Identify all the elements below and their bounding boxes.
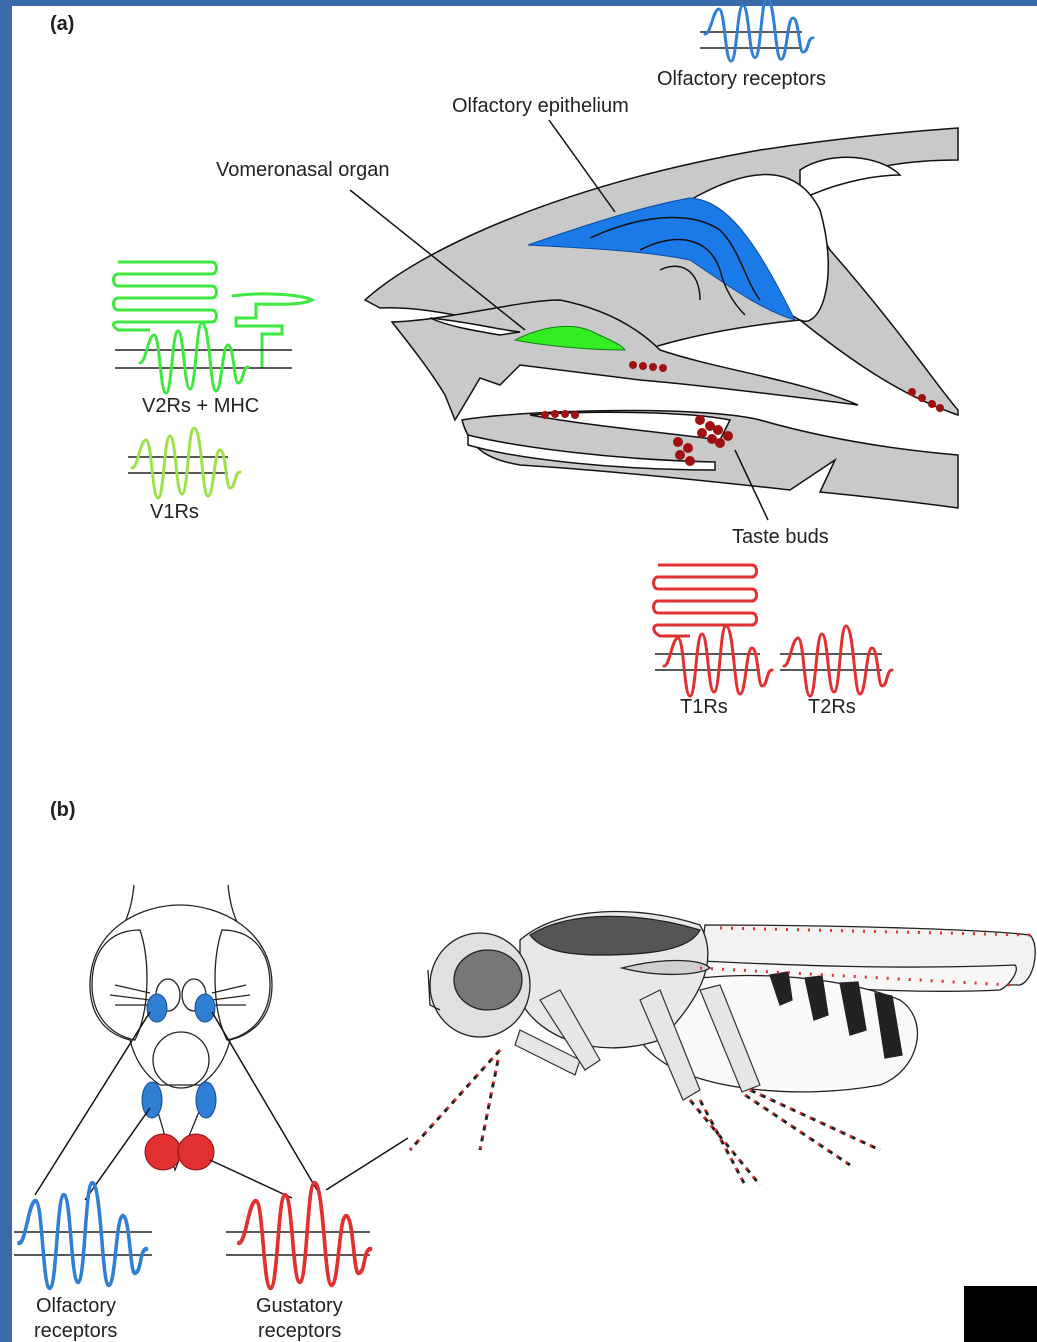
- v2r-mhc-receptor-glyph: [114, 262, 313, 368]
- olfactory-receptor-glyph-top: [700, 0, 813, 61]
- olfactory-receptors-label: Olfactory receptors: [657, 68, 826, 90]
- fly-gustatory-label-2: receptors: [258, 1320, 341, 1342]
- v2r-membrane: [115, 350, 292, 368]
- t1rs-label: T1Rs: [680, 696, 728, 718]
- panel-b-tag: (b): [50, 799, 76, 821]
- skull-drawing: [365, 128, 958, 508]
- fly-gustatory-receptor-glyph: [226, 1183, 371, 1288]
- t1r-receptor-glyph: [654, 565, 757, 636]
- t2r-receptor-glyph: [780, 626, 892, 696]
- fly-head-gustatory-sensilla: [145, 1134, 214, 1170]
- fly-gustatory-label-1: Gustatory: [256, 1295, 343, 1317]
- v2r-gpcr-glyph: [140, 323, 248, 393]
- olfactory-epithelium-label: Olfactory epithelium: [452, 95, 629, 117]
- v1rs-label: V1Rs: [150, 501, 199, 523]
- fly-head-drawing: [90, 885, 272, 1170]
- fly-olfactory-label-1: Olfactory: [36, 1295, 116, 1317]
- v2rs-mhc-label: V2Rs + MHC: [142, 395, 259, 417]
- fly-olfactory-receptor-glyph: [14, 1183, 152, 1288]
- vomeronasal-organ-label: Vomeronasal organ: [216, 159, 389, 181]
- panel-a-tag: (a): [50, 13, 74, 35]
- fly-olfactory-label-2: receptors: [34, 1320, 117, 1342]
- taste-buds-label: Taste buds: [732, 526, 829, 548]
- v1r-receptor-glyph: [128, 428, 240, 498]
- corner-black-box: [964, 1286, 1037, 1342]
- t2rs-label: T2Rs: [808, 696, 856, 718]
